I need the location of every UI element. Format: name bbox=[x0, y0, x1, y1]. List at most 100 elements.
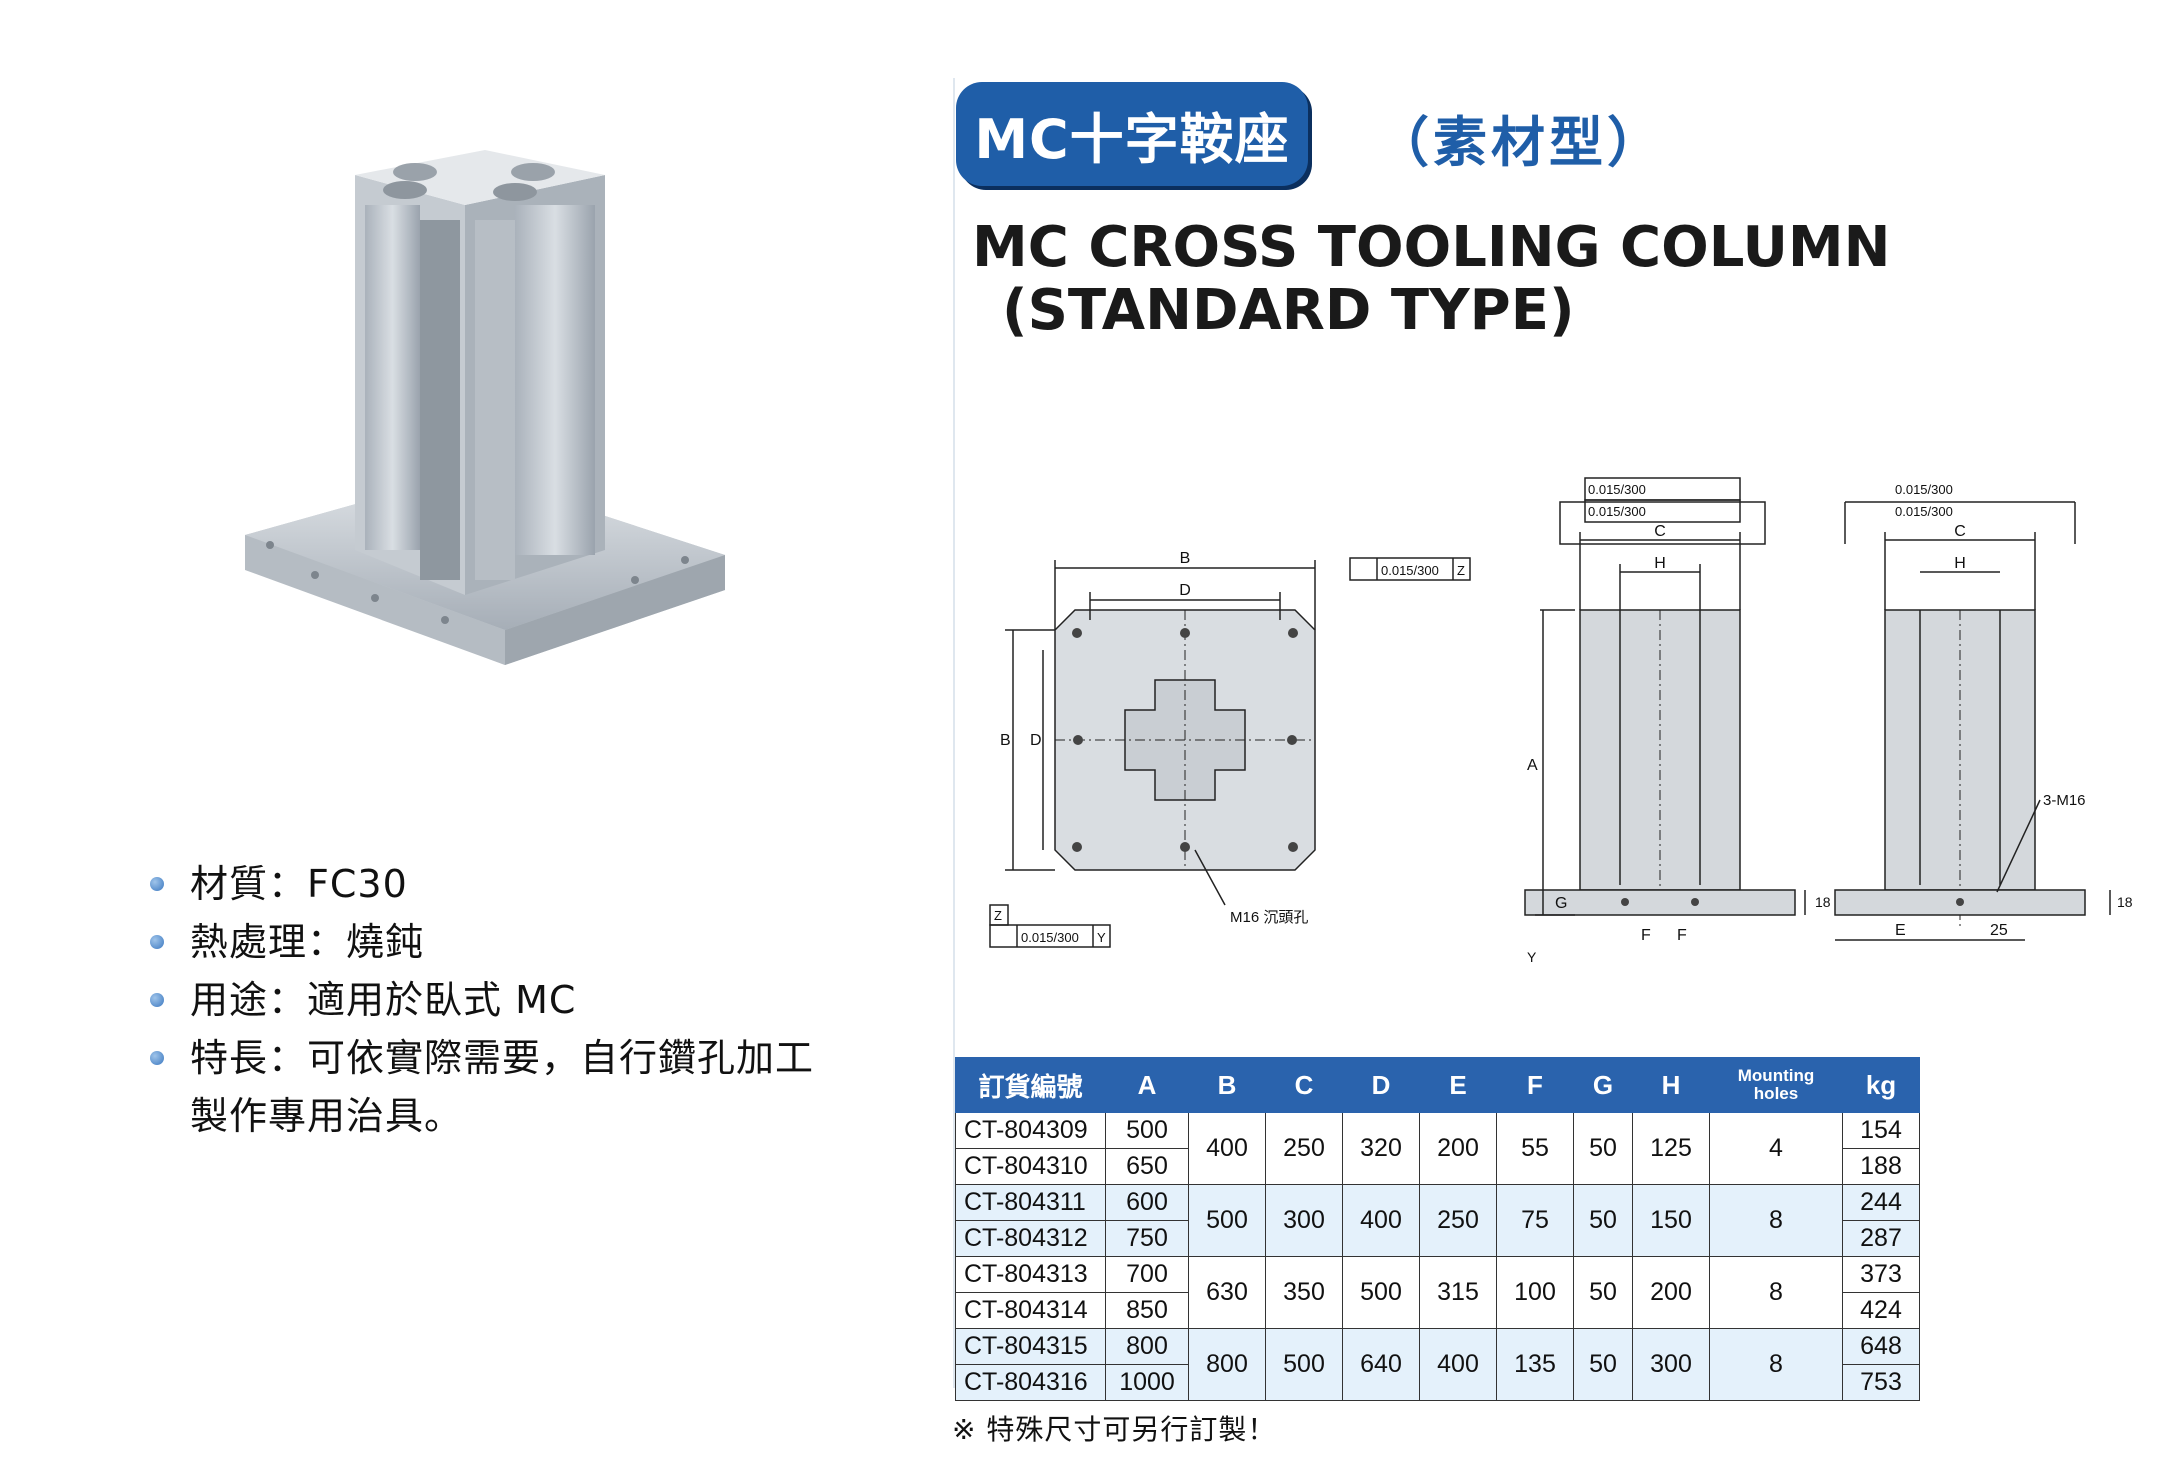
table-cell: 753 bbox=[1842, 1364, 1920, 1401]
table-cell: 648 bbox=[1842, 1328, 1920, 1365]
tol-top-value: 0.015/300 bbox=[1381, 563, 1439, 578]
dim-f-label: F bbox=[1641, 927, 1651, 944]
table-cell: CT-804310 bbox=[955, 1148, 1106, 1185]
table-cell: CT-804309 bbox=[955, 1112, 1106, 1149]
bullet-icon bbox=[150, 1051, 164, 1065]
table-cell: 500 bbox=[1342, 1256, 1420, 1329]
tol-bottom-datum: Y bbox=[1097, 930, 1106, 945]
table-cell: 50 bbox=[1573, 1256, 1633, 1329]
dim-c-side-label: C bbox=[1954, 523, 1966, 540]
tap-note: 3-M16 bbox=[2043, 792, 2086, 809]
tol-side-parallel-value: 0.015/300 bbox=[1895, 482, 1953, 497]
table-cell: 287 bbox=[1842, 1220, 1920, 1257]
col-c: C bbox=[1265, 1057, 1343, 1113]
feature-continuation: 製作專用治具。 bbox=[150, 1087, 910, 1145]
table-cell: 700 bbox=[1105, 1256, 1189, 1293]
datum-z-label: Z bbox=[994, 908, 1002, 923]
column-divider bbox=[953, 78, 955, 1388]
table-cell: 8 bbox=[1709, 1328, 1843, 1401]
datum-y-label: Y bbox=[1527, 949, 1537, 965]
title-badge: MC十字鞍座 bbox=[956, 82, 1308, 186]
subtitle-cn: （素材型） bbox=[1375, 111, 1665, 174]
table-cell: 8 bbox=[1709, 1256, 1843, 1329]
feature-item: 特長：可依實際需要，自行鑽孔加工 bbox=[150, 1029, 910, 1087]
table-cell: CT-804316 bbox=[955, 1364, 1106, 1401]
dim-b-vertical-label: B bbox=[1000, 732, 1011, 749]
subtitle-en: (STANDARD TYPE) bbox=[1002, 278, 1575, 343]
table-cell: 150 bbox=[1632, 1184, 1710, 1257]
table-cell: CT-804312 bbox=[955, 1220, 1106, 1257]
table-cell: 55 bbox=[1496, 1112, 1574, 1185]
table-cell: 750 bbox=[1105, 1220, 1189, 1257]
dim-h-label: H bbox=[1654, 555, 1666, 572]
table-cell: 1000 bbox=[1105, 1364, 1189, 1401]
tol-parallel-value: 0.015/300 bbox=[1588, 482, 1646, 497]
hole-note: M16 沉頭孔 bbox=[1230, 909, 1308, 926]
dim-18-side-label: 18 bbox=[2117, 894, 2133, 910]
bullet-icon bbox=[150, 935, 164, 949]
feature-list: 材質：FC30 熱處理：燒鈍 用途：適用於臥式 MC 特長：可依實際需要，自行鑽… bbox=[150, 855, 910, 1145]
col-kg: kg bbox=[1842, 1057, 1920, 1113]
table-cell: 75 bbox=[1496, 1184, 1574, 1257]
table-cell: 300 bbox=[1632, 1328, 1710, 1401]
table-cell: 4 bbox=[1709, 1112, 1843, 1185]
col-e: E bbox=[1419, 1057, 1497, 1113]
dim-a-label: A bbox=[1527, 757, 1538, 774]
table-cell: 400 bbox=[1419, 1328, 1497, 1401]
table-cell: 50 bbox=[1573, 1328, 1633, 1401]
table-cell: 850 bbox=[1105, 1292, 1189, 1329]
feature-item: 用途：適用於臥式 MC bbox=[150, 971, 910, 1029]
col-h: H bbox=[1632, 1057, 1710, 1113]
table-cell: 424 bbox=[1842, 1292, 1920, 1329]
tol-bottom-value: 0.015/300 bbox=[1021, 930, 1079, 945]
table-cell: 400 bbox=[1342, 1184, 1420, 1257]
table-cell: 600 bbox=[1105, 1184, 1189, 1221]
dim-f-label-2: F bbox=[1677, 927, 1687, 944]
table-cell: 300 bbox=[1265, 1184, 1343, 1257]
table-cell: 135 bbox=[1496, 1328, 1574, 1401]
feature-item: 材質：FC30 bbox=[150, 855, 910, 913]
dim-c-label: C bbox=[1654, 523, 1666, 540]
dim-e-label: E bbox=[1895, 922, 1906, 939]
table-cell: 154 bbox=[1842, 1112, 1920, 1149]
bullet-icon bbox=[150, 877, 164, 891]
dim-d-vertical-label: D bbox=[1030, 732, 1042, 749]
table-cell: 50 bbox=[1573, 1184, 1633, 1257]
tol-side-perp-value: 0.015/300 bbox=[1895, 504, 1953, 519]
col-mounting-l2: holes bbox=[1753, 1084, 1799, 1103]
table-cell: 200 bbox=[1419, 1112, 1497, 1185]
col-f: F bbox=[1496, 1057, 1574, 1113]
title-en: MC CROSS TOOLING COLUMN bbox=[972, 215, 1891, 280]
col-a: A bbox=[1105, 1057, 1189, 1113]
table-cell: 373 bbox=[1842, 1256, 1920, 1293]
dim-g-label: G bbox=[1555, 895, 1567, 912]
table-cell: 200 bbox=[1632, 1256, 1710, 1329]
feature-item: 熱處理：燒鈍 bbox=[150, 913, 910, 971]
feature-label: 特長：可依實際需要，自行鑽孔加工 bbox=[190, 1036, 815, 1080]
table-cell: 244 bbox=[1842, 1184, 1920, 1221]
table-cell: 50 bbox=[1573, 1112, 1633, 1185]
table-cell: 400 bbox=[1188, 1112, 1266, 1185]
table-cell: 125 bbox=[1632, 1112, 1710, 1185]
col-model: 訂貨編號 bbox=[955, 1057, 1106, 1113]
tol-perp-value: 0.015/300 bbox=[1588, 504, 1646, 519]
col-b: B bbox=[1188, 1057, 1266, 1113]
dim-h-side-label: H bbox=[1954, 555, 1966, 572]
dim-b-label: B bbox=[1180, 550, 1191, 567]
dim-25-label: 25 bbox=[1990, 922, 2008, 939]
col-mounting-l1: Mounting bbox=[1737, 1066, 1815, 1085]
table-cell: 640 bbox=[1342, 1328, 1420, 1401]
table-cell: 100 bbox=[1496, 1256, 1574, 1329]
table-cell: 350 bbox=[1265, 1256, 1343, 1329]
feature-label: 製作專用治具。 bbox=[190, 1094, 464, 1138]
table-cell: 500 bbox=[1105, 1112, 1189, 1149]
table-cell: CT-804314 bbox=[955, 1292, 1106, 1329]
